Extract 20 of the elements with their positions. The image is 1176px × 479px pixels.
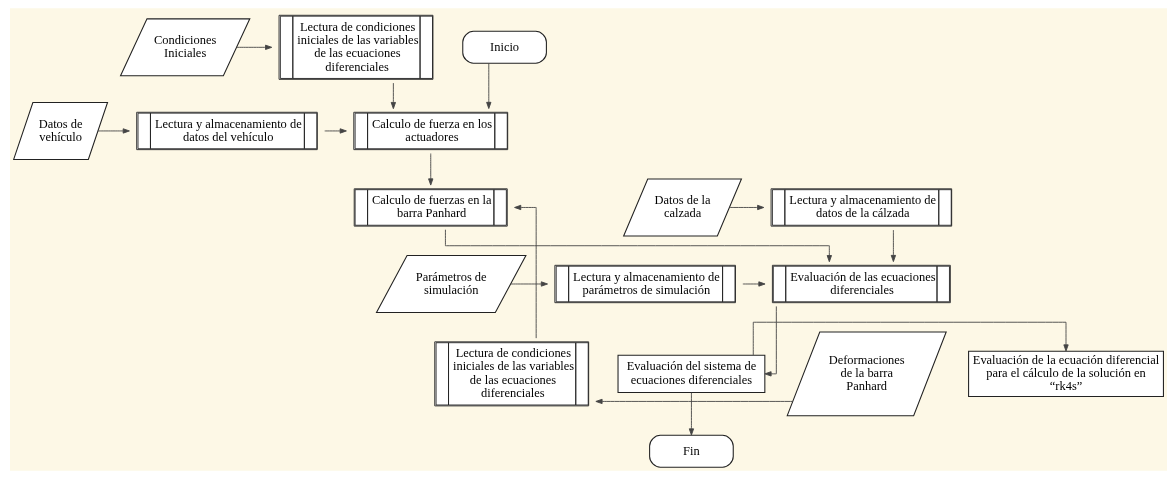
node-box: Fin	[648, 434, 734, 468]
arrow	[728, 204, 764, 211]
arrow	[235, 44, 272, 50]
arrow	[509, 281, 548, 287]
arrow	[763, 306, 777, 377]
arrow	[741, 281, 765, 287]
node-box: Evaluación de la ecuación diferencial para el cálculo de la solución en “rk4s”	[967, 350, 1164, 398]
arrow	[97, 128, 130, 134]
arrow	[427, 153, 433, 186]
arrow	[390, 82, 396, 110]
node-box: Inicio	[461, 30, 547, 64]
arrow	[890, 229, 896, 263]
node-box: Evaluación del sistema de ecuaciones diferenciales	[617, 354, 765, 394]
arrow	[688, 392, 694, 436]
arrow	[444, 229, 832, 263]
arrow	[513, 204, 537, 339]
arrow	[323, 128, 347, 134]
arrow	[752, 321, 1069, 356]
arrow	[594, 398, 793, 405]
arrow	[485, 63, 491, 109]
